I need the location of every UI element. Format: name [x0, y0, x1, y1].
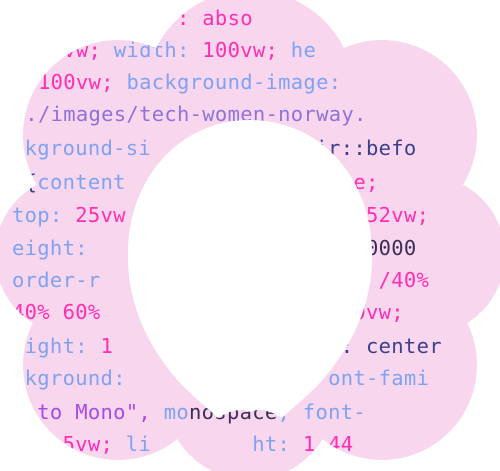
code-token: 50% /40% — [328, 268, 430, 292]
code-token: li — [125, 432, 152, 456]
code-token: nospace — [189, 400, 278, 424]
code-token: : — [302, 300, 329, 324]
code-line: 40% 60% : 100vw; — [12, 302, 404, 323]
code-token: ; font- — [277, 400, 367, 424]
code-line: eight: 1 : center — [12, 336, 442, 357]
code-token: width: — [113, 38, 203, 62]
code-token: eight: — [12, 334, 101, 358]
code-token: bsolute; — [277, 170, 379, 194]
code-token: 100vw; — [328, 300, 404, 324]
code-line: kground: ont-fami — [12, 368, 429, 389]
code-token — [101, 236, 329, 260]
code-line: to Mono", monospace; font- — [12, 402, 366, 423]
code-token: ./images/tech-women-norway. — [25, 102, 367, 126]
code-token: top: — [12, 203, 76, 227]
code-token: #000000 — [328, 236, 417, 260]
code-line: order-r 50% /40% — [12, 270, 429, 291]
code-token: content — [37, 170, 126, 194]
code-token: eight: — [12, 236, 101, 260]
code-token: 100vw; — [202, 38, 291, 62]
code-token — [113, 300, 303, 324]
code-token: : center — [340, 334, 442, 358]
code-token: order-r — [12, 268, 101, 292]
code-token: mo — [163, 400, 190, 424]
code-token — [101, 268, 329, 292]
code-token: ckground-si — [12, 136, 152, 160]
code-token: #hair::befo — [277, 136, 417, 160]
code-line: ./images/tech-women-norway. — [0, 104, 367, 125]
code-token: 100vw; — [37, 70, 127, 94]
code-token: 52vw; — [366, 203, 430, 227]
code-token: 40% 60% — [12, 300, 114, 324]
code-token — [151, 136, 277, 160]
code-line: 0vw; width: 100vw; he — [0, 40, 316, 61]
code-token: he — [290, 38, 317, 62]
code-line: top: 25vw h: 52vw; — [12, 205, 429, 226]
code-token: ht: — [252, 432, 303, 456]
code-token — [126, 366, 328, 390]
code-token — [113, 334, 341, 358]
code-line: 100vw; background-image: — [0, 72, 341, 93]
code-token: ont-fami — [328, 366, 430, 390]
code-token: 5vw; — [62, 432, 126, 456]
code-line: ckground-si #hair::befo — [12, 138, 417, 159]
code-token: kground: — [12, 366, 126, 390]
code-token: h: — [328, 203, 367, 227]
code-token — [126, 170, 278, 194]
code-token — [126, 203, 328, 227]
code-line: {content bsolute; — [12, 172, 379, 193]
code-token: 1 — [100, 334, 114, 358]
code-line: eight: #000000 — [12, 238, 417, 259]
code-token: 25vw — [75, 203, 126, 227]
code-token: background-image: — [126, 70, 342, 94]
